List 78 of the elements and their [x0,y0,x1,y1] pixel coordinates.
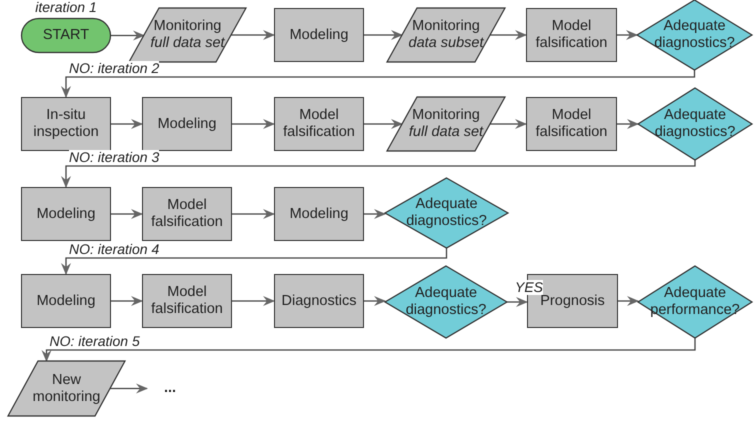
arrow [61,160,696,188]
arrow [507,297,528,307]
decision-diamond [638,266,752,338]
arrow [364,209,386,219]
decision-label: Adequate diagnostics? [405,196,488,230]
decision-label: Adequate diagnostics? [653,18,736,52]
process-box [142,274,232,328]
decision-diamond [385,178,508,248]
arrow [42,338,696,362]
arrow [111,296,143,306]
decision-diamond [638,88,752,160]
process-label: Model falsification [150,284,224,318]
process-box [526,97,617,151]
process-box [274,187,364,241]
data-label: Monitoring [411,18,481,35]
process-box [21,274,111,328]
arrow [364,30,403,40]
start-terminal [21,18,111,53]
process-box [142,97,232,151]
data-label: Monitoring [152,18,222,35]
arrow [111,209,143,219]
process-box [21,187,111,241]
continuation-text: ... [155,376,185,400]
data-parallelogram [129,8,246,62]
data-parallelogram [387,8,505,62]
edge-label: NO: iteration 2 [69,61,160,76]
arrow [618,296,639,306]
process-label: Modeling [288,26,350,44]
arrow [110,384,148,394]
arrow [111,119,143,129]
arrow [490,30,527,40]
arrow [364,119,403,129]
edge-label: NO: iteration 4 [69,242,160,257]
process-label: Modeling [36,292,96,310]
data-label: New monitoring [32,372,102,406]
data-label: Monitoring [411,107,481,124]
arrow [232,296,275,306]
decision-diamond [385,266,507,338]
edge-label: NO: iteration 3 [69,150,160,165]
terminal-label: START [42,27,90,44]
process-label: Model falsification [534,18,608,52]
arrow [617,119,639,129]
edge-label: NO: iteration 5 [50,334,140,349]
data-label: full data set [149,35,226,52]
arrow [232,209,275,219]
arrow [61,248,448,275]
arrow [231,30,275,40]
process-box [274,274,364,328]
process-box [274,8,364,62]
process-label: Model falsification [534,107,608,141]
process-label: Diagnostics [280,292,358,310]
arrow [490,119,527,129]
process-box [526,8,617,62]
process-label: In-situ inspection [32,107,100,141]
process-label: Prognosis [539,292,606,310]
process-box [21,97,111,151]
process-box [274,97,364,151]
arrow [111,30,145,40]
process-label: Model falsification [150,197,224,231]
data-parallelogram [387,97,505,151]
process-label: Modeling [288,206,350,222]
edge-label: YES [515,280,544,295]
decision-label: Adequate performance? [649,285,741,319]
process-box [142,187,232,241]
process-label: Modeling [156,116,218,132]
data-label: full data set [408,124,484,141]
process-label: Modeling [36,206,96,222]
decision-label: Adequate diagnostics? [654,107,736,141]
decision-label: Adequate diagnostics? [404,285,488,319]
decision-diamond [637,0,752,70]
data-label: data subset [408,35,485,52]
iteration-caption: iteration 1 [34,0,98,15]
arrow [61,70,696,98]
process-label: Model falsification [282,107,356,141]
arrow [364,296,386,306]
data-parallelogram [8,361,125,416]
arrow [232,119,275,129]
arrow [617,30,638,40]
